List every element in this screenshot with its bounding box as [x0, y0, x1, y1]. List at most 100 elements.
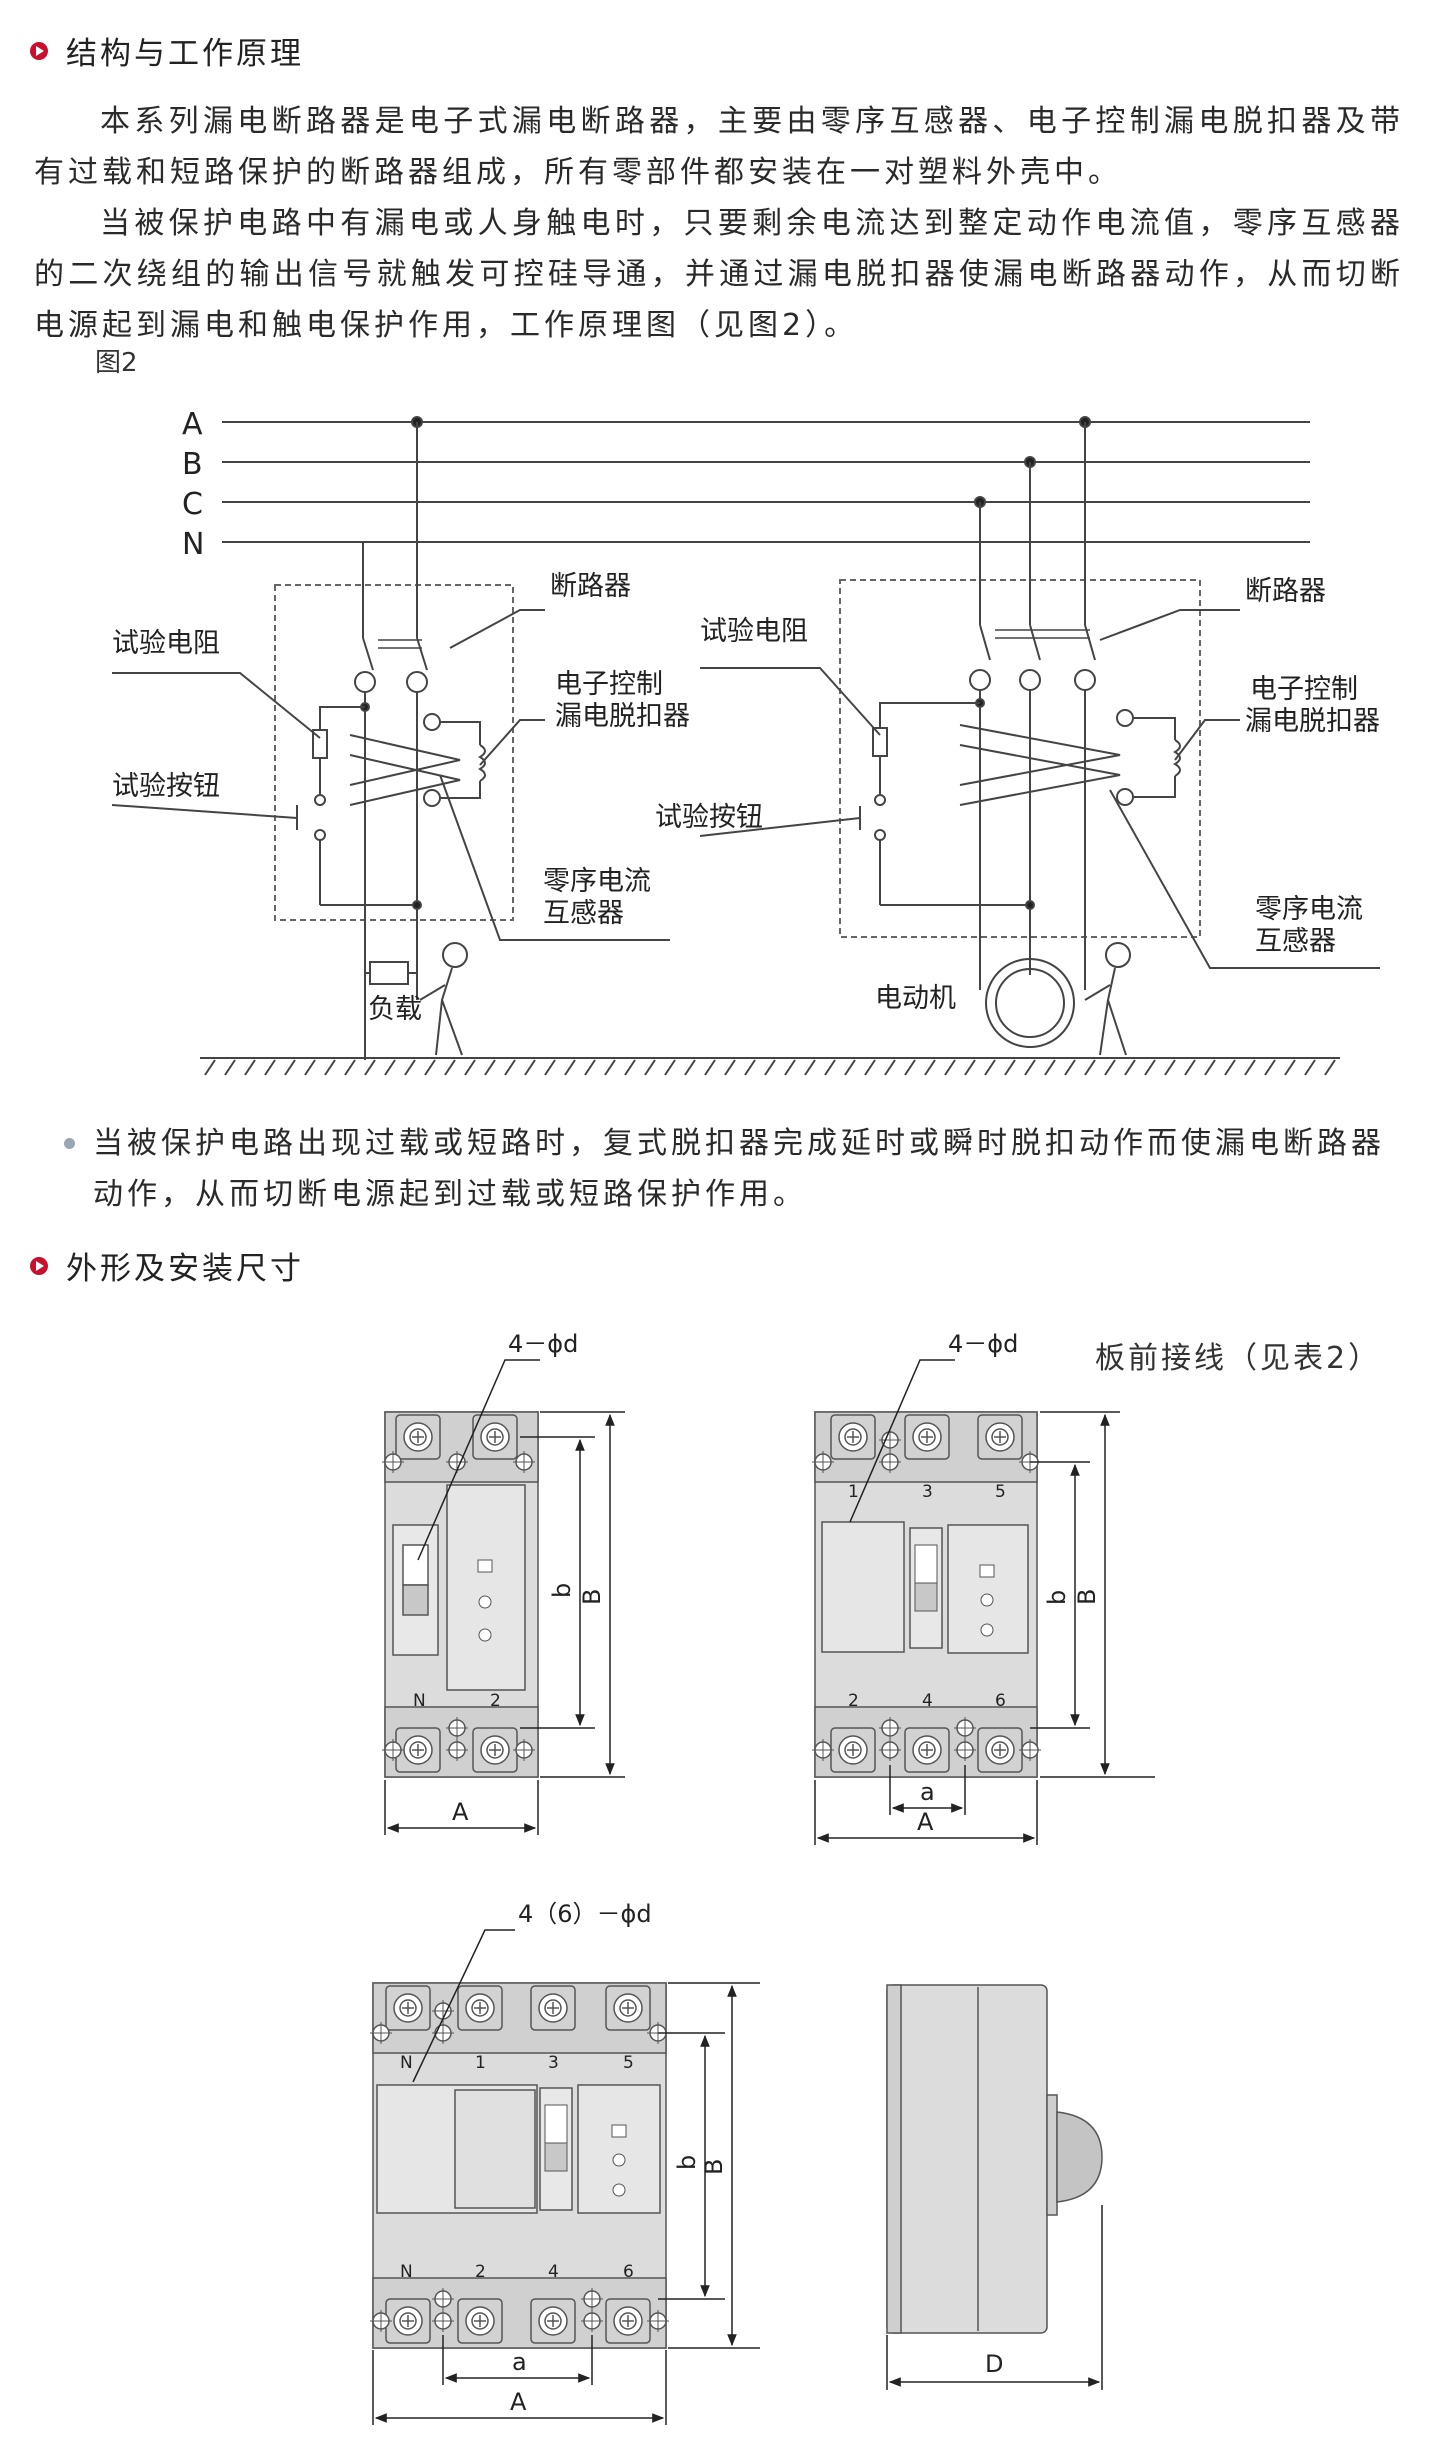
- note-bullet-icon: [64, 1138, 75, 1149]
- hole-2p-label: 4－ϕd: [508, 1330, 578, 1358]
- overload-note: 当被保护电路出现过载或短路时，复式脱扣器完成延时或瞬时脱扣动作而使漏电断路器动作…: [64, 1118, 1404, 1220]
- ground-hatch: [884, 1059, 896, 1076]
- ground-hatch: [1324, 1059, 1336, 1076]
- ground-hatch: [1164, 1059, 1176, 1076]
- left-trip-label-1: 电子控制: [555, 669, 663, 700]
- ground-hatch: [764, 1059, 776, 1076]
- hole-4p-label: 4（6）－ϕd: [518, 1900, 652, 1928]
- ground-hatch: [984, 1059, 996, 1076]
- dim-4p-a: a: [512, 2348, 527, 2376]
- ground-hatch: [1184, 1059, 1196, 1076]
- ground-hatch: [584, 1059, 596, 1076]
- dim-2p-B: B: [578, 1589, 606, 1605]
- ground-hatch: [904, 1059, 916, 1076]
- ground-hatch: [364, 1059, 376, 1076]
- dim-3p-a: a: [920, 1778, 935, 1806]
- ground-hatch: [1304, 1059, 1316, 1076]
- intro-text: 本系列漏电断路器是电子式漏电断路器，主要由零序互感器、电子控制漏电脱扣器及带有过…: [34, 96, 1404, 351]
- dim-3p-A: A: [917, 1808, 934, 1836]
- term-4p-top-5: 5: [623, 2053, 634, 2073]
- ground-hatch: [524, 1059, 536, 1076]
- ground-hatch: [1264, 1059, 1276, 1076]
- ground-hatch: [784, 1059, 796, 1076]
- ground-hatch: [704, 1059, 716, 1076]
- right-ct-label-1: 零序电流: [1255, 894, 1363, 925]
- motor-label: 电动机: [875, 983, 956, 1014]
- term-3p-top-1: 1: [848, 1482, 859, 1502]
- ground-hatch: [304, 1059, 316, 1076]
- dim-2p-b: b: [548, 1583, 576, 1598]
- right-test-resistor-label: 试验电阻: [700, 616, 808, 647]
- breaker-side-view: [886, 1984, 1103, 2334]
- dimension-drawings: N 2 A B b 4－ϕd 1 3: [369, 1330, 1155, 2425]
- ground-hatch: [1244, 1059, 1256, 1076]
- right-trip-label-2: 漏电脱扣器: [1245, 706, 1380, 737]
- ground-hatch: [424, 1059, 436, 1076]
- ground-hatch: [384, 1059, 396, 1076]
- term-4p-top-3: 3: [548, 2053, 559, 2073]
- dim-4p-B: B: [700, 2159, 728, 2175]
- ground-hatch: [844, 1059, 856, 1076]
- ground-hatch: [324, 1059, 336, 1076]
- term-4p-bottom-6: 6: [623, 2262, 634, 2282]
- bus-label-n: N: [182, 527, 204, 562]
- wiring-note: 板前接线（见表2）: [1095, 1341, 1382, 1376]
- left-circuit: [111, 416, 670, 1060]
- ground-hatch: [1104, 1059, 1116, 1076]
- dim-2p-A: A: [452, 1798, 469, 1826]
- term-3p-top-5: 5: [995, 1482, 1006, 1502]
- ground-hatch: [944, 1059, 956, 1076]
- ground-hatch: [484, 1059, 496, 1076]
- ground-hatch: [224, 1059, 236, 1076]
- ground-hatch: [824, 1059, 836, 1076]
- term-4p-bottom-4: 4: [548, 2262, 559, 2282]
- term-2p-bottom-2: 2: [490, 1691, 501, 1711]
- right-ct-label-2: 互感器: [1255, 926, 1336, 957]
- hole-3p-label: 4－ϕd: [948, 1330, 1018, 1358]
- ground-hatch: [344, 1059, 356, 1076]
- right-circuit: [699, 416, 1380, 1056]
- right-trip-label-1: 电子控制: [1250, 674, 1358, 705]
- ground-hatch: [284, 1059, 296, 1076]
- load-label: 负载: [368, 994, 422, 1025]
- ground-hatch: [1224, 1059, 1236, 1076]
- ground-hatch: [1204, 1059, 1216, 1076]
- dim-side-D: D: [985, 2350, 1003, 2378]
- dim-3p-b: b: [1043, 1590, 1071, 1605]
- dim-3p-B: B: [1073, 1589, 1101, 1605]
- right-breaker-label: 断路器: [1245, 576, 1326, 607]
- bullet-icon: [30, 1256, 48, 1275]
- ground-hatch: [604, 1059, 616, 1076]
- ground-hatch: [1144, 1059, 1156, 1076]
- term-3p-bottom-4: 4: [922, 1691, 933, 1711]
- ground-hatch: [664, 1059, 676, 1076]
- figure-label: 图2: [95, 348, 138, 378]
- ground-hatch: [1044, 1059, 1056, 1076]
- ground-hatch: [504, 1059, 516, 1076]
- ground-hatch: [244, 1059, 256, 1076]
- left-trip-label-2: 漏电脱扣器: [555, 701, 690, 732]
- schematic-diagram: A B C N: [111, 407, 1380, 1076]
- section-title: 结构与工作原理: [66, 36, 304, 72]
- left-ct-label-2: 互感器: [543, 898, 624, 929]
- ground-hatch: [724, 1059, 736, 1076]
- left-test-resistor-label: 试验电阻: [112, 628, 220, 659]
- bus-label-a: A: [182, 407, 203, 442]
- section-heading-structure: 结构与工作原理: [30, 28, 304, 73]
- ground-hatch: [964, 1059, 976, 1076]
- ground-hatch: [1124, 1059, 1136, 1076]
- term-3p-bottom-6: 6: [995, 1691, 1006, 1711]
- ground-hatch: [464, 1059, 476, 1076]
- term-2p-bottom-1: N: [413, 1691, 426, 1711]
- left-ct-label-1: 零序电流: [543, 866, 651, 897]
- right-test-button-label: 试验按钮: [655, 802, 763, 833]
- ground-hatch: [744, 1059, 756, 1076]
- ground-hatch: [264, 1059, 276, 1076]
- ground-hatch: [404, 1059, 416, 1076]
- ground-hatch: [564, 1059, 576, 1076]
- bus-label-c: C: [182, 487, 203, 522]
- paragraph-1: 本系列漏电断路器是电子式漏电断路器，主要由零序互感器、电子控制漏电脱扣器及带有过…: [34, 104, 1404, 190]
- ground-hatch: [804, 1059, 816, 1076]
- ground-hatch: [204, 1059, 216, 1076]
- ground-hatch: [1024, 1059, 1036, 1076]
